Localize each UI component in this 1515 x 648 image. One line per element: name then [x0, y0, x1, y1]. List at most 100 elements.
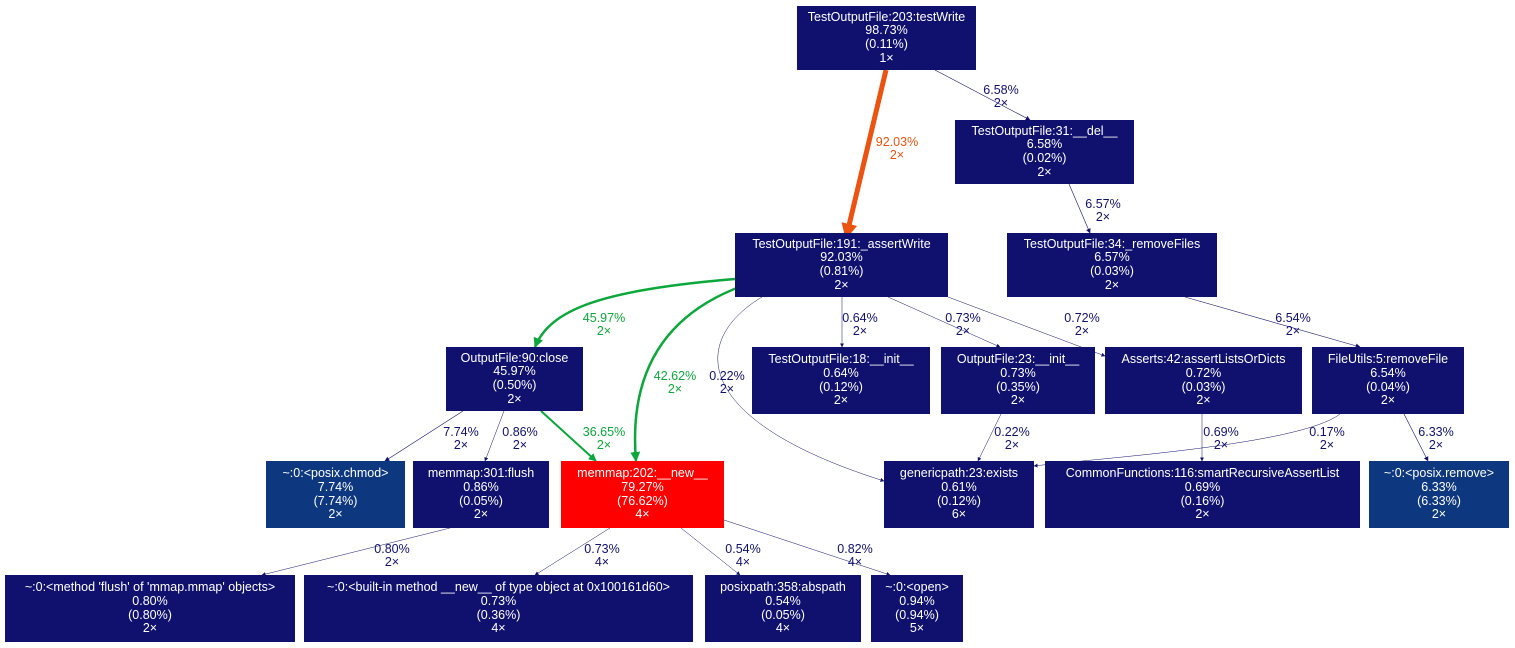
node-total: 45.97% — [493, 364, 536, 379]
edge-pct: 0.17% — [1309, 425, 1344, 439]
node-calls: 1× — [879, 50, 894, 65]
edge-n_close-n_memnew — [540, 410, 597, 462]
node-title: ~:0:<method 'flush' of 'mmap.mmap' objec… — [24, 580, 276, 595]
edge-calls: 2× — [1320, 438, 1334, 452]
node-calls: 2× — [834, 277, 849, 292]
edge-pct: 6.54% — [1275, 311, 1310, 325]
edge-n_flush-n_mflush — [261, 527, 451, 577]
edge-n_assertwrite-n_memnew — [630, 284, 743, 462]
node-total: 98.73% — [865, 23, 908, 38]
smartrecursive-node[interactable]: CommonFunctions:116:smartRecursiveAssert… — [1045, 461, 1360, 528]
node-calls: 2× — [328, 507, 343, 522]
edge-n_removefile-n_remove — [1403, 413, 1429, 462]
edge-pct: 6.57% — [1085, 197, 1120, 211]
edge-calls: 2× — [513, 438, 527, 452]
node-self: (0.36%) — [476, 607, 521, 622]
edge-n_del-n_removefiles — [1068, 183, 1091, 234]
edge-pct: 0.69% — [1203, 425, 1238, 439]
outputfile-init-node[interactable]: OutputFile:23:__init__0.73%(0.35%)2× — [941, 347, 1095, 414]
node-title: ~:0:<posix.remove> — [1383, 466, 1495, 481]
edge-calls: 2× — [597, 438, 611, 452]
node-title: CommonFunctions:116:smartRecursiveAssert… — [1065, 466, 1340, 481]
edge-calls: 2× — [1214, 438, 1228, 452]
node-title: ~:0:<posix.chmod> — [282, 466, 389, 481]
builtin-new-node[interactable]: ~:0:<built-in method __new__ of type obj… — [304, 575, 693, 642]
edge-pct: 0.22% — [709, 369, 744, 383]
edge-pct: 45.97% — [583, 311, 625, 325]
node-total: 6.33% — [1421, 479, 1457, 494]
edge-calls: 2× — [597, 324, 611, 338]
edge-label: 0.86%2× — [502, 425, 537, 452]
node-title: TestOutputFile:18:__init__ — [768, 352, 914, 367]
node-calls: 2× — [507, 391, 522, 406]
edge-pct: 6.58% — [983, 83, 1018, 97]
edge-label: 0.64%2× — [842, 311, 877, 338]
node-self: (0.16%) — [1180, 493, 1225, 508]
edge-calls: 2× — [668, 382, 682, 396]
posix-remove-node[interactable]: ~:0:<posix.remove>6.33%(6.33%)2× — [1369, 461, 1509, 528]
memmap-new-node[interactable]: memmap:202:__new__79.27%(76.62%)4× — [561, 461, 724, 528]
edge-label: 6.57%2× — [1085, 197, 1120, 224]
edge-n_memnew-n_builtin — [534, 527, 611, 576]
node-self: (0.05%) — [459, 493, 503, 508]
edge-pct: 92.03% — [876, 135, 918, 149]
node-calls: 4× — [775, 621, 791, 636]
edge-label: 0.22%2× — [994, 425, 1029, 452]
node-self: (7.74%) — [313, 493, 358, 508]
edge-label: 7.74%2× — [443, 425, 478, 452]
edge-pct: 0.73% — [945, 311, 980, 325]
open-node[interactable]: ~:0:<open>0.94%(0.94%)5× — [871, 575, 963, 642]
edge-label: 36.65%2× — [583, 425, 625, 452]
edge-pct: 0.64% — [842, 311, 877, 325]
edge-n_close-n_chmod — [384, 410, 464, 462]
node-title: genericpath:23:exists — [899, 466, 1019, 481]
node-self: (0.50%) — [492, 378, 537, 392]
node-title: memmap:202:__new__ — [577, 466, 708, 481]
edge-calls: 2× — [1429, 438, 1443, 452]
node-calls: 2× — [1380, 393, 1396, 408]
edge-n_assertwrite-n_ofinit — [887, 296, 1001, 348]
edge-pct: 36.65% — [583, 425, 625, 439]
node-total: 7.74% — [317, 479, 354, 494]
edge-calls: 4× — [595, 555, 609, 569]
node-total: 92.03% — [820, 250, 863, 265]
node-calls: 2× — [1195, 507, 1210, 522]
del-node[interactable]: TestOutputFile:31:__del__6.58%(0.02%)2× — [955, 120, 1134, 184]
node-title: OutputFile:23:__init__ — [956, 352, 1080, 367]
node-self: (0.02%) — [1022, 151, 1067, 165]
edge-label: 0.22%2× — [709, 369, 744, 396]
edge-n_ofinit-n_exists — [977, 413, 1002, 462]
node-self: (76.62%) — [617, 493, 668, 508]
posix-chmod-node[interactable]: ~:0:<posix.chmod>7.74%(7.74%)2× — [266, 461, 405, 528]
edge-pct: 7.74% — [443, 425, 478, 439]
method-flush-node[interactable]: ~:0:<method 'flush' of 'mmap.mmap' objec… — [5, 575, 295, 642]
edge-label: 45.97%2× — [583, 311, 625, 338]
node-total: 0.72% — [1185, 365, 1222, 380]
node-total: 0.64% — [823, 365, 859, 380]
node-total: 0.73% — [480, 593, 517, 608]
node-total: 0.69% — [1184, 479, 1221, 494]
testoutputfile-init-node[interactable]: TestOutputFile:18:__init__0.64%(0.12%)2× — [752, 347, 930, 414]
edge-label: 6.33%2× — [1418, 425, 1453, 452]
node-title: TestOutputFile:34:_removeFiles — [1023, 236, 1201, 251]
edge-pct: 6.33% — [1418, 425, 1453, 439]
node-total: 79.27% — [621, 479, 664, 494]
node-self: (0.11%) — [865, 37, 908, 51]
edge-label: 42.62%2× — [654, 369, 696, 396]
node-total: 0.73% — [1000, 365, 1036, 380]
node-self: (0.04%) — [1366, 379, 1410, 394]
edge-pct: 0.73% — [584, 542, 619, 556]
node-title: TestOutputFile:191:_assertWrite — [752, 236, 931, 251]
node-self: (0.12%) — [819, 379, 863, 394]
